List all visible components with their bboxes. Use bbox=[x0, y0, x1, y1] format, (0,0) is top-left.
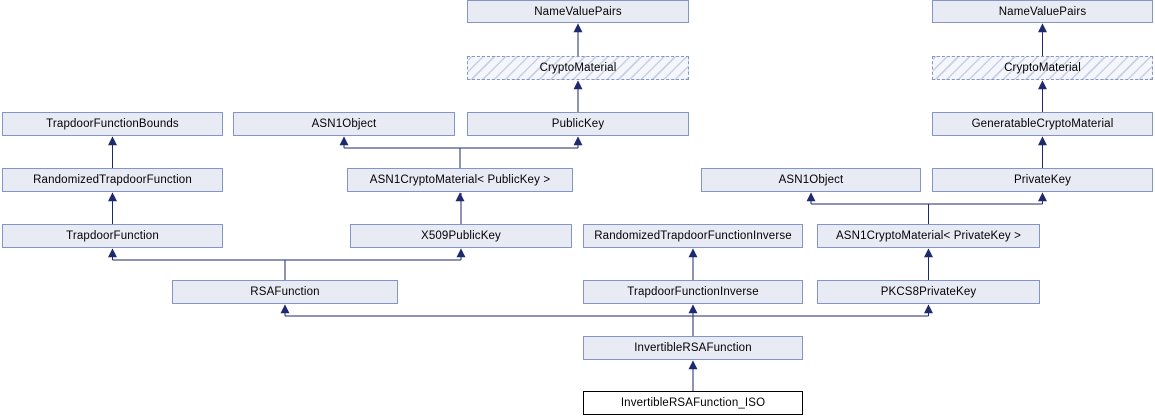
inheritance-edge bbox=[573, 23, 583, 56]
class-node-invrsa_iso: InvertibleRSAFunction_ISO bbox=[583, 391, 803, 415]
class-node-label: NameValuePairs bbox=[998, 5, 1087, 18]
class-node-label: NameValuePairs bbox=[534, 5, 622, 18]
inheritance-edge bbox=[455, 192, 465, 224]
class-node-rtf[interactable]: RandomizedTrapdoorFunction bbox=[2, 168, 223, 192]
class-node-asn1cm_pub[interactable]: ASN1CryptoMaterial< PublicKey > bbox=[347, 168, 573, 192]
class-node-pubkey[interactable]: PublicKey bbox=[467, 112, 689, 136]
class-node-label: TrapdoorFunctionInverse bbox=[627, 286, 759, 298]
class-node-tfb[interactable]: TrapdoorFunctionBounds bbox=[2, 112, 223, 136]
inheritance-edge bbox=[573, 80, 583, 112]
inheritance-edge-group bbox=[108, 248, 466, 280]
class-node-pkcs8[interactable]: PKCS8PrivateKey bbox=[817, 280, 1040, 304]
class-node-label: TrapdoorFunction bbox=[66, 230, 159, 242]
class-node-nvp_left[interactable]: NameValuePairs bbox=[467, 0, 689, 23]
class-node-label: PublicKey bbox=[551, 118, 605, 130]
inheritance-edge bbox=[108, 136, 117, 168]
class-node-label: InvertibleRSAFunction bbox=[634, 342, 752, 354]
class-node-label: InvertibleRSAFunction_ISO bbox=[620, 397, 766, 409]
class-node-label: ASN1CryptoMaterial< PublicKey > bbox=[369, 174, 551, 186]
class-node-label: RSAFunction bbox=[250, 286, 320, 298]
class-node-label: X509PublicKey bbox=[421, 230, 501, 242]
class-node-label: TrapdoorFunctionBounds bbox=[46, 118, 179, 130]
class-node-tf[interactable]: TrapdoorFunction bbox=[2, 224, 223, 248]
class-node-label: CryptoMaterial bbox=[539, 62, 617, 74]
class-node-gcm[interactable]: GeneratableCryptoMaterial bbox=[932, 112, 1153, 136]
class-node-rsafunc[interactable]: RSAFunction bbox=[172, 280, 398, 304]
class-node-privkey[interactable]: PrivateKey bbox=[932, 168, 1153, 192]
inheritance-edge bbox=[1038, 80, 1047, 112]
inheritance-edge-group bbox=[806, 192, 1047, 224]
class-node-asn1cm_priv[interactable]: ASN1CryptoMaterial< PrivateKey > bbox=[817, 224, 1040, 248]
inheritance-edge bbox=[688, 248, 698, 280]
class-node-label: RandomizedTrapdoorFunctionInverse bbox=[594, 230, 792, 242]
class-node-label: ASN1CryptoMaterial< PrivateKey > bbox=[835, 230, 1022, 242]
class-node-label: ASN1Object bbox=[778, 174, 844, 186]
inheritance-edge bbox=[1038, 23, 1047, 56]
inheritance-edge bbox=[108, 192, 117, 224]
class-node-label: PKCS8PrivateKey bbox=[880, 286, 977, 298]
class-node-asn1_a[interactable]: ASN1Object bbox=[233, 112, 455, 136]
inheritance-edge bbox=[924, 248, 933, 280]
inheritance-edge bbox=[688, 360, 698, 391]
inheritance-edge-group bbox=[339, 136, 583, 168]
class-node-label: CryptoMaterial bbox=[1004, 62, 1081, 74]
class-node-label: GeneratableCryptoMaterial bbox=[971, 118, 1114, 130]
inheritance-edge bbox=[1038, 136, 1047, 168]
class-node-asn1_b[interactable]: ASN1Object bbox=[701, 168, 921, 192]
class-node-label: PrivateKey bbox=[1013, 174, 1072, 186]
class-node-cm_left[interactable]: CryptoMaterial bbox=[467, 56, 689, 80]
inheritance-edge-group bbox=[280, 304, 933, 336]
class-node-label: RandomizedTrapdoorFunction bbox=[33, 174, 192, 186]
class-node-cm_right[interactable]: CryptoMaterial bbox=[932, 56, 1153, 80]
class-node-tfi[interactable]: TrapdoorFunctionInverse bbox=[583, 280, 803, 304]
class-node-invrsa[interactable]: InvertibleRSAFunction bbox=[583, 336, 803, 360]
class-node-label: ASN1Object bbox=[311, 118, 377, 130]
class-node-rtfi[interactable]: RandomizedTrapdoorFunctionInverse bbox=[583, 224, 803, 248]
class-node-nvp_right[interactable]: NameValuePairs bbox=[932, 0, 1153, 23]
class-node-x509[interactable]: X509PublicKey bbox=[350, 224, 572, 248]
